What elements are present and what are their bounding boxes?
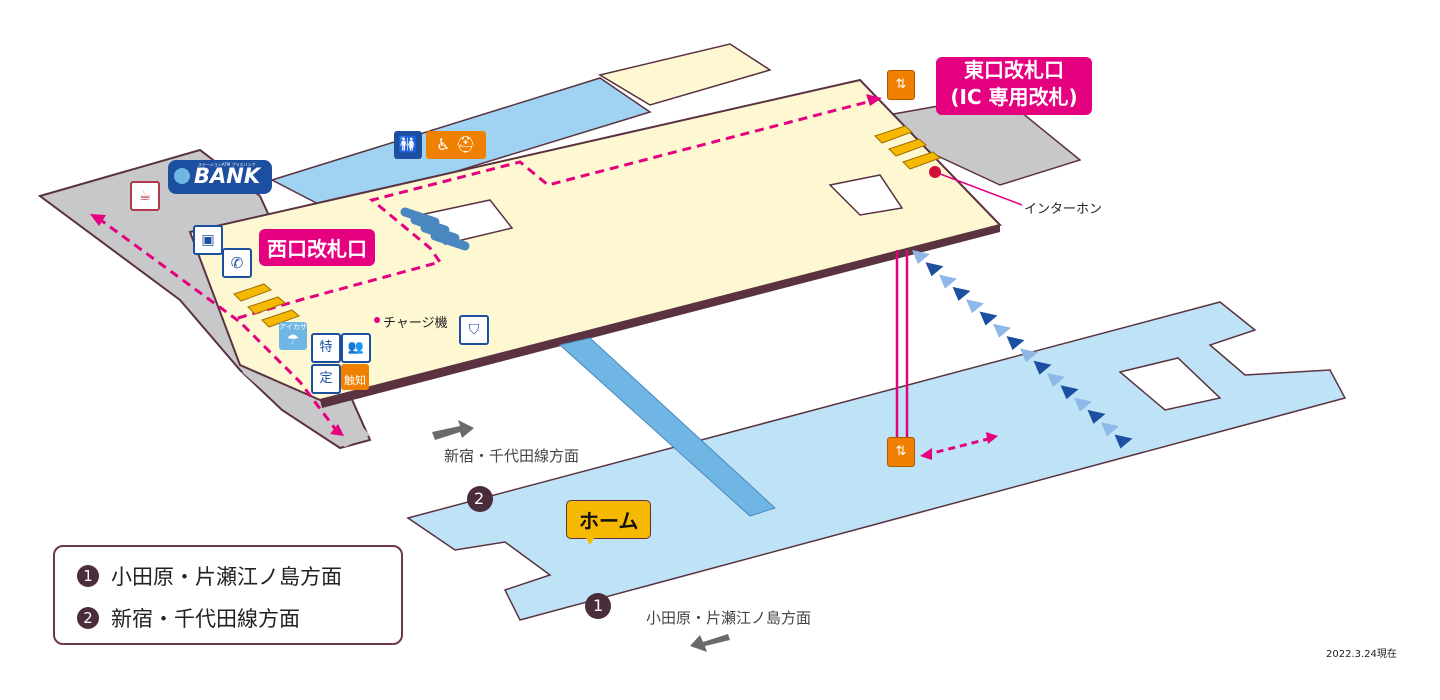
legend-text-2: 新宿・千代田線方面	[111, 607, 300, 631]
west-ticket-gates	[233, 283, 300, 328]
legend-item-2: 2 新宿・千代田線方面	[77, 603, 300, 633]
stair-step	[1020, 348, 1038, 363]
tactile-map-text: 触知	[344, 374, 366, 387]
stair-step	[952, 286, 971, 301]
arrow-nw	[90, 214, 106, 226]
date-note: 2022.3.24現在	[1326, 649, 1397, 660]
stair-step	[1074, 397, 1092, 412]
commuter-pass-icon: 定	[311, 364, 341, 394]
tactile-map-icon: 触知	[341, 364, 369, 390]
platform-callout: ホーム	[566, 500, 652, 539]
concourse-front-edge	[320, 225, 1000, 408]
accessible-toilet-icon: ♿ ⛑	[426, 131, 486, 159]
upper-concourse-strip	[598, 43, 772, 106]
cafe-icon: ☕	[130, 181, 160, 211]
platform-callout-tail	[584, 535, 596, 545]
phone-icon: ✆	[222, 248, 252, 278]
arrow-platform-left	[920, 448, 932, 460]
umbrella-share-icon: アイカサ ☂	[279, 322, 307, 350]
stair-step	[1101, 422, 1119, 437]
track2-number: 2	[474, 489, 485, 508]
stair-step	[1060, 385, 1079, 400]
direction-shinjuku: 新宿・千代田線方面	[444, 447, 580, 465]
arrow-platform-right	[986, 432, 998, 444]
east-stairway	[912, 250, 1133, 449]
stair-step	[912, 250, 930, 264]
special-ticket-text: 特	[319, 340, 333, 355]
info-counter-icon: 👥	[341, 333, 371, 363]
stair-step	[1047, 373, 1065, 387]
legend-badge-1: 1	[77, 565, 99, 587]
elevator-icon-concourse: ⇅	[887, 70, 915, 100]
arrow-shinjuku	[432, 420, 474, 440]
umbrella-glyph: ☂	[286, 332, 300, 348]
stair-step	[1006, 336, 1025, 351]
route-west	[237, 98, 876, 320]
west-stairway	[558, 337, 776, 517]
stair-step	[939, 274, 957, 289]
charge-dot	[374, 317, 380, 323]
charge-machine-label: チャージ機	[383, 316, 448, 331]
bank-plus-icon	[174, 168, 190, 184]
west-gate-label: 西口改札口	[259, 229, 375, 266]
ticket-machine-icon: ▣	[193, 225, 223, 255]
stair-step	[925, 262, 944, 277]
charge-machine-icon: ⛉	[459, 315, 489, 345]
east-gate-line2: (IC 専用改札)	[950, 85, 1078, 109]
aikasa-text: アイカサ	[279, 323, 307, 331]
legend-badge-2: 2	[77, 607, 99, 629]
stair-step	[1033, 360, 1052, 375]
track1-badge	[585, 593, 611, 619]
bank-logo-text: BANK	[194, 164, 261, 188]
intercom-dot	[929, 166, 941, 178]
stair-step	[1114, 434, 1133, 449]
east-gate-line1: 東口改札口	[964, 58, 1064, 82]
platform-hole	[1118, 357, 1222, 411]
direction-odawara: 小田原・片瀬江ノ島方面	[646, 609, 812, 627]
toilet-icon: 🚻	[394, 131, 422, 159]
track2-badge	[467, 486, 493, 512]
special-ticket-icon: 特	[311, 333, 341, 363]
legend-item-1: 1 小田原・片瀬江ノ島方面	[77, 561, 342, 591]
arrow-ne	[866, 94, 882, 106]
intercom-label: インターホン	[1024, 202, 1103, 217]
platform-floor	[406, 301, 1347, 621]
route-west-corridor	[97, 216, 338, 431]
legend-box: 1 小田原・片瀬江ノ島方面 2 新宿・千代田線方面	[53, 545, 403, 645]
intercom-leader	[934, 171, 1023, 206]
legend-text-1: 小田原・片瀬江ノ島方面	[111, 565, 342, 589]
stair-steps-top	[400, 207, 470, 251]
stair-step	[1087, 409, 1106, 424]
commuter-pass-text: 定	[319, 371, 333, 386]
stair-step	[979, 311, 998, 326]
bank-small-text: ステーションATM プラスバンク	[198, 162, 256, 167]
east-stair-opening	[828, 174, 904, 216]
east-ticket-gates	[874, 125, 941, 170]
east-gate-label: 東口改札口 (IC 専用改札)	[936, 57, 1092, 115]
bank-atm-icon: ステーションATM プラスバンク BANK	[168, 160, 272, 194]
stair-step	[966, 299, 984, 314]
track1-number: 1	[593, 596, 604, 615]
stair-step	[993, 323, 1011, 338]
arrow-odawara	[690, 634, 730, 652]
arrow-se	[330, 424, 344, 436]
elevator-icon-platform: ⇅	[887, 437, 915, 467]
